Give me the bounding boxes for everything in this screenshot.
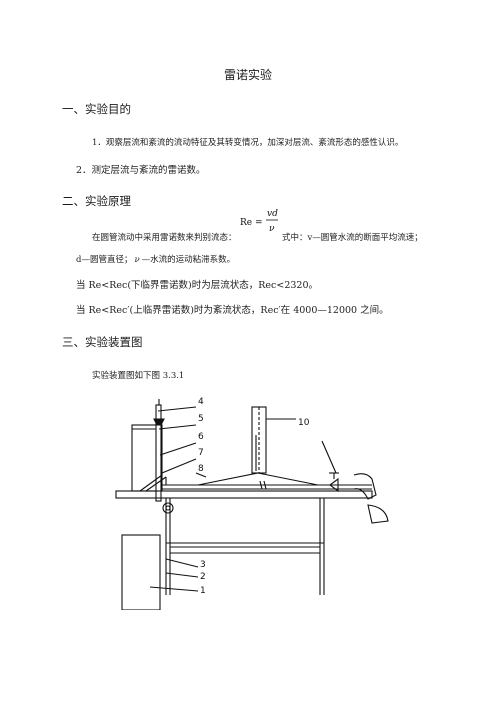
principle-line-4: 当 Re<Rec′(上临界雷诺数)时为紊流状态，Rec′在 4000—12000… <box>76 305 389 316</box>
label-6: 6 <box>198 432 204 442</box>
principle-line-2: d—圆管直径；ν—水流的运动粘滞系数。 <box>76 253 235 265</box>
principle-line-3: 当 Re<Rec(下临界雷诺数)时为层流状态，Rec<2320。 <box>76 280 318 291</box>
apparatus-diagram: 4 5 6 7 8 10 3 2 1 <box>115 397 389 610</box>
principle-line-1a: 在圆管流动中采用雷诺数来判别流态： <box>92 233 237 243</box>
purpose-item-1: 1．观察层流和紊流的流动特征及其转变情况，加深对层流、紊流形态的感性认识。 <box>92 138 404 148</box>
section-heading-apparatus: 三、实验装置图 <box>62 335 143 349</box>
page-title: 雷诺实验 <box>223 68 272 82</box>
flow-stabilizer <box>197 472 319 486</box>
outlet-elbow <box>353 473 377 500</box>
label-3: 3 <box>200 560 206 570</box>
principle-line-2a: d—圆管直径； <box>76 255 133 265</box>
nu-symbol: ν <box>134 255 140 265</box>
label-2: 2 <box>200 572 206 582</box>
control-valve <box>329 477 339 493</box>
label-8: 8 <box>198 464 204 474</box>
formula-lhs: Re = <box>240 218 263 228</box>
label-10: 10 <box>298 418 310 428</box>
lower-reservoir <box>121 534 161 610</box>
formula-numerator: vd <box>267 209 278 219</box>
bench-top <box>115 490 373 499</box>
reynolds-formula: Re = vd ν <box>240 209 278 234</box>
label-1: 1 <box>200 586 206 596</box>
principle-line-1b: 式中：v—圆管水流的断面平均流速； <box>282 233 423 243</box>
label-7: 7 <box>198 448 204 458</box>
section-heading-purpose: 一、实验目的 <box>62 102 131 116</box>
dye-bottle <box>153 418 165 426</box>
apparatus-caption: 实验装置图如下图 3.3.1 <box>92 371 185 381</box>
section-heading-principle: 二、实验原理 <box>62 194 131 208</box>
principle-line-2b: —水流的运动粘滞系数。 <box>141 255 236 265</box>
formula-denominator: ν <box>269 224 275 234</box>
label-5: 5 <box>198 414 204 424</box>
pump-wheel <box>162 502 174 514</box>
label-4: 4 <box>198 397 204 407</box>
purpose-item-2: 2．测定层流与紊流的雷诺数。 <box>76 165 206 176</box>
